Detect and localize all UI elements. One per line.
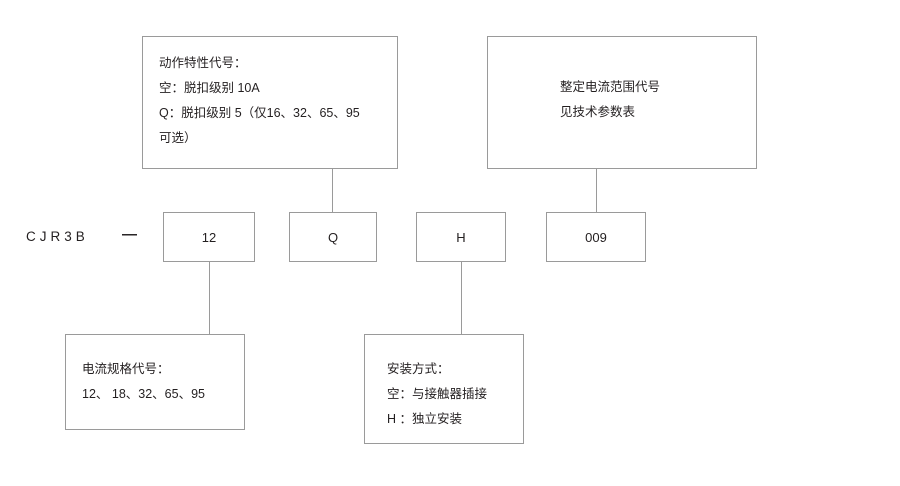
code-box-setting-current-range: 009: [546, 212, 646, 262]
connector-current-rating: [209, 262, 210, 334]
code-box-action-characteristic: Q: [289, 212, 377, 262]
connector-action-characteristic: [332, 169, 333, 212]
code-box-current-rating: 12: [163, 212, 255, 262]
note-setting-current-range: 整定电流范围代号 见技术参数表: [487, 36, 757, 169]
code-box-mounting-method-value: H: [456, 229, 466, 245]
note-mounting-method-line-2: 空：与接触器插接: [387, 387, 488, 401]
connector-mounting-method: [461, 262, 462, 334]
note-action-characteristic-line-3: Q：脱扣级别 5（仅16、32、65、95: [159, 106, 360, 120]
note-action-characteristic-line-1: 动作特性代号：: [159, 56, 247, 70]
note-mounting-method: 安装方式： 空：与接触器插接 H ：独立安装: [364, 334, 524, 444]
note-current-rating-line-1: 电流规格代号：: [82, 362, 170, 376]
connector-setting-current-range: [596, 169, 597, 212]
note-action-characteristic-line-4: 可选）: [159, 131, 197, 145]
note-action-characteristic-line-2: 空：脱扣级别 10A: [159, 81, 260, 95]
model-prefix: CJR3B: [26, 229, 89, 244]
note-mounting-method-line-1: 安装方式：: [387, 362, 450, 376]
note-current-rating: 电流规格代号： 12、 18、32、65、95: [65, 334, 245, 430]
note-mounting-method-line-3: H ：独立安装: [387, 412, 463, 426]
note-action-characteristic: 动作特性代号： 空：脱扣级别 10A Q：脱扣级别 5（仅16、32、65、95…: [142, 36, 398, 169]
code-box-current-rating-value: 12: [201, 229, 217, 245]
note-setting-current-range-line-2: 见技术参数表: [560, 105, 636, 119]
note-current-rating-line-2: 12、 18、32、65、95: [82, 387, 205, 401]
code-box-setting-current-range-value: 009: [585, 229, 607, 245]
code-box-mounting-method: H: [416, 212, 506, 262]
note-setting-current-range-line-1: 整定电流范围代号: [560, 80, 661, 94]
model-separator: —: [122, 226, 137, 243]
code-box-action-characteristic-value: Q: [327, 229, 339, 245]
